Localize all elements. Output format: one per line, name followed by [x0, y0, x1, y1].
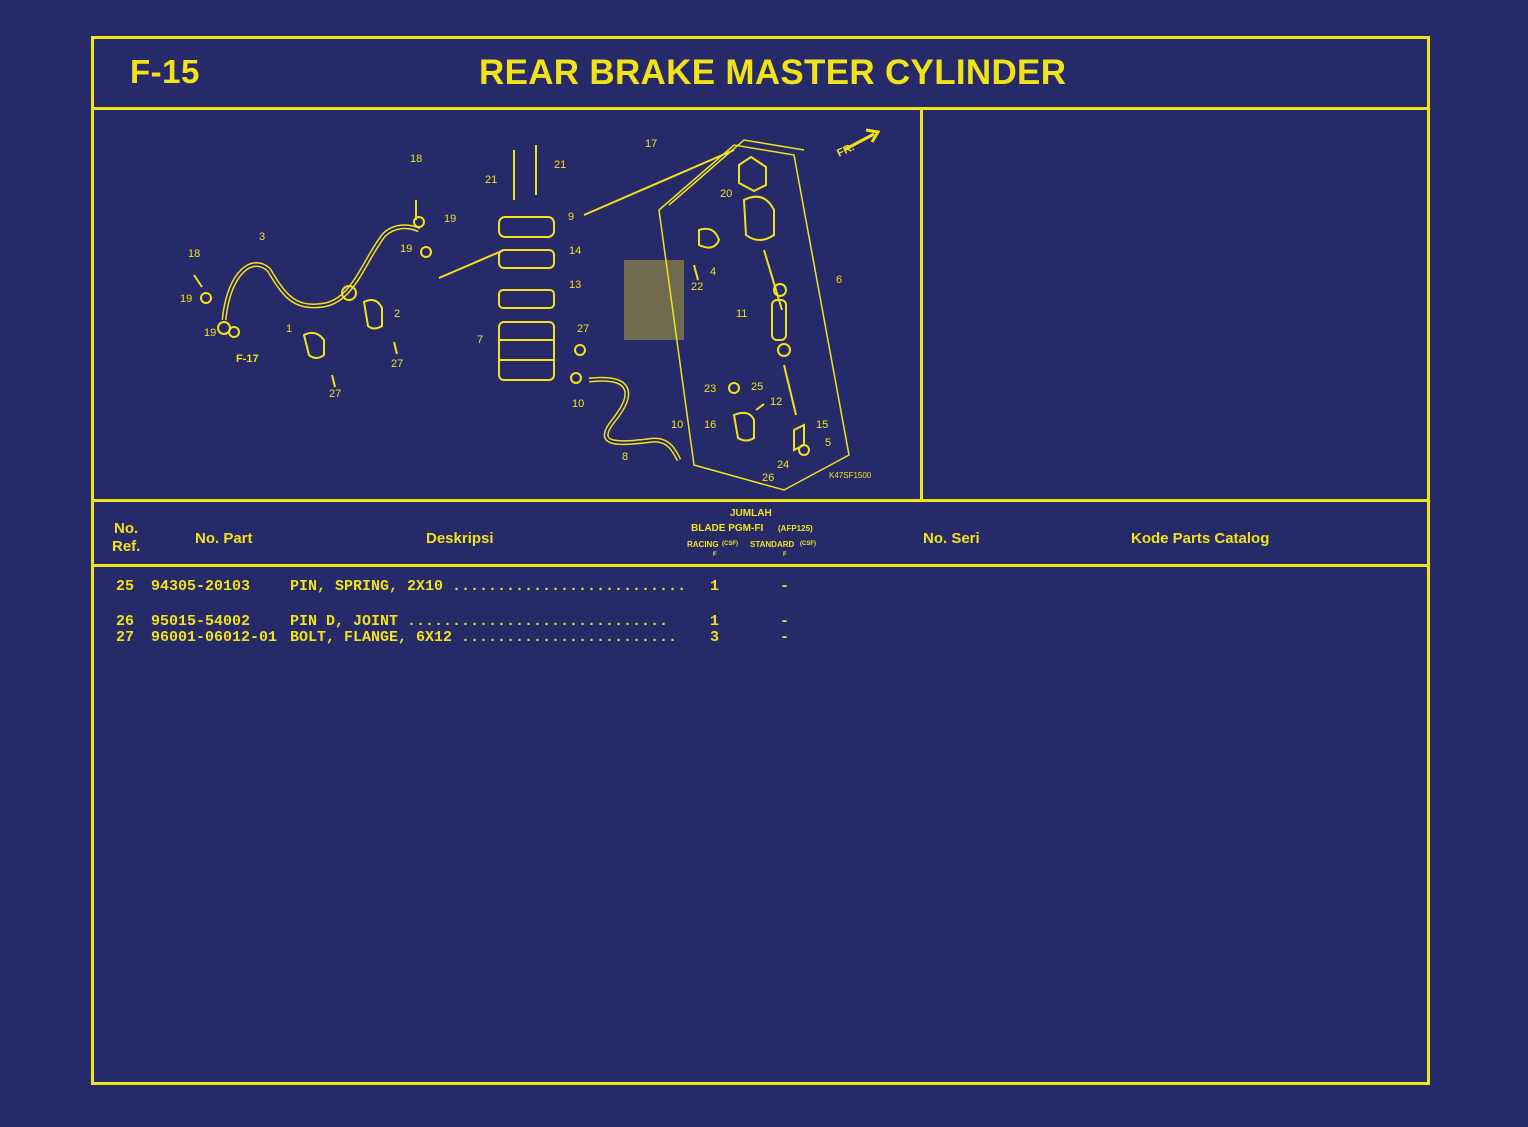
svg-text:20: 20 — [720, 188, 732, 200]
row-qty-racing: 1 — [710, 578, 720, 595]
qty-standard-code: (CSF) — [800, 541, 816, 547]
svg-text:23: 23 — [704, 383, 716, 395]
qty-frame-1: F — [713, 552, 717, 558]
ref-header-line1: No. — [114, 520, 139, 537]
qty-racing: RACING — [687, 540, 719, 549]
serial-header: No. Seri — [923, 530, 980, 547]
svg-text:18: 18 — [188, 248, 200, 260]
svg-text:14: 14 — [569, 245, 581, 257]
svg-text:27: 27 — [329, 388, 341, 400]
row-desc: PIN, SPRING, 2X10 ......................… — [290, 578, 687, 595]
catalog-header: Kode Parts Catalog — [1131, 530, 1270, 547]
row-part: 94305-20103 — [151, 578, 251, 595]
svg-text:19: 19 — [400, 243, 412, 255]
svg-text:10: 10 — [572, 398, 584, 410]
svg-text:19: 19 — [204, 327, 216, 339]
svg-text:2: 2 — [394, 308, 400, 320]
svg-text:K47SF1500: K47SF1500 — [829, 471, 872, 480]
part-header: No. Part — [195, 530, 253, 547]
svg-text:17: 17 — [645, 138, 657, 150]
row-qty-standard: - — [780, 629, 790, 646]
svg-text:9: 9 — [568, 211, 574, 223]
svg-text:12: 12 — [770, 396, 782, 408]
svg-text:19: 19 — [180, 293, 192, 305]
svg-text:1: 1 — [286, 323, 292, 335]
page-title: REAR BRAKE MASTER CYLINDER — [479, 53, 1067, 92]
table-row: 27 96001-06012-01 BOLT, FLANGE, 6X12 ...… — [94, 629, 1427, 647]
row-qty-standard: - — [780, 613, 790, 630]
svg-text:18: 18 — [410, 153, 422, 165]
table-header-divider — [94, 564, 1427, 567]
row-qty-racing: 1 — [710, 613, 720, 630]
svg-text:6: 6 — [836, 274, 842, 286]
row-part: 95015-54002 — [151, 613, 251, 630]
svg-text:5: 5 — [825, 437, 831, 449]
desc-header: Deskripsi — [426, 530, 494, 547]
svg-text:16: 16 — [704, 419, 716, 431]
qty-standard: STANDARD — [750, 540, 795, 549]
row-part: 96001-06012-01 — [151, 629, 278, 646]
title-divider — [94, 107, 1427, 110]
qty-header: JUMLAH — [730, 508, 772, 519]
row-qty-standard: - — [780, 578, 790, 595]
svg-text:21: 21 — [485, 174, 497, 186]
svg-text:F-17: F-17 — [236, 353, 259, 365]
svg-text:11: 11 — [736, 308, 747, 320]
svg-text:27: 27 — [391, 358, 403, 370]
svg-text:15: 15 — [816, 419, 828, 431]
row-desc: PIN D, JOINT ...........................… — [290, 613, 669, 630]
table-row: 26 95015-54002 PIN D, JOINT ............… — [94, 613, 1427, 631]
svg-text:25: 25 — [751, 381, 763, 393]
svg-text:4: 4 — [710, 266, 716, 278]
row-ref: 26 — [116, 613, 135, 630]
table-row: 25 94305-20103 PIN, SPRING, 2X10 .......… — [94, 578, 1427, 596]
svg-text:7: 7 — [477, 334, 483, 346]
row-desc: BOLT, FLANGE, 6X12 .....................… — [290, 629, 678, 646]
svg-text:13: 13 — [569, 279, 581, 291]
row-qty-racing: 3 — [710, 629, 720, 646]
svg-text:3: 3 — [259, 231, 265, 243]
catalog-frame: F-15 REAR BRAKE MASTER CYLINDER — [91, 36, 1430, 1085]
diagram-divider — [920, 110, 923, 501]
qty-model-code: (AFP125) — [778, 524, 813, 533]
ref-header-line2: Ref. — [112, 538, 141, 555]
svg-text:10: 10 — [671, 419, 683, 431]
qty-model: BLADE PGM-FI — [691, 523, 764, 534]
svg-text:26: 26 — [762, 472, 774, 484]
diagram-bottom-divider — [94, 499, 1427, 502]
row-ref: 25 — [116, 578, 135, 595]
qty-frame-2: F — [783, 552, 787, 558]
svg-text:22: 22 — [691, 281, 703, 293]
row-ref: 27 — [116, 629, 135, 646]
qty-racing-code: (CSF) — [722, 541, 738, 547]
svg-text:8: 8 — [622, 451, 628, 463]
svg-text:19: 19 — [444, 213, 456, 225]
section-code: F-15 — [130, 53, 200, 90]
svg-text:24: 24 — [777, 459, 789, 471]
svg-text:27: 27 — [577, 323, 589, 335]
svg-text:21: 21 — [554, 159, 566, 171]
